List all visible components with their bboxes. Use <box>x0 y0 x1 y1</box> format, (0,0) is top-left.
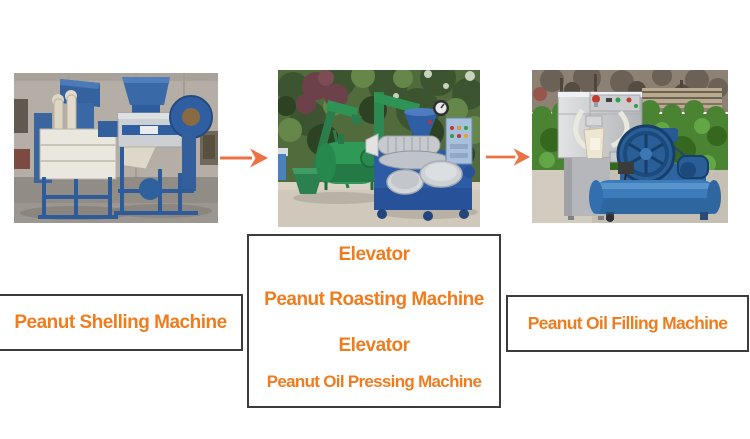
flow-arrow-2 <box>485 145 531 169</box>
shelling-machine-label-box: Peanut Shelling Machine <box>0 294 243 351</box>
right-arrow-icon <box>220 148 268 168</box>
filling-machine-label-box: Peanut Oil Filling Machine <box>506 295 749 352</box>
roasting-pressing-machines-photo <box>278 70 480 227</box>
filling-machine-illustration <box>532 70 728 223</box>
roasting-pressing-illustration <box>278 70 480 227</box>
shelling-machines-photo <box>14 73 218 223</box>
filling-machine-label: Peanut Oil Filling Machine <box>527 313 728 333</box>
elevator-label-2: Elevator <box>338 335 410 356</box>
right-arrow-icon <box>485 148 531 166</box>
shelling-machine-label: Peanut Shelling Machine <box>14 311 227 333</box>
roasting-machine-label: Peanut Roasting Machine <box>264 289 484 310</box>
pressing-machine-label: Peanut Oil Pressing Machine <box>266 372 482 391</box>
shelling-machines-illustration <box>14 73 218 223</box>
elevator-label-1: Elevator <box>338 244 410 265</box>
process-steps-label-box: Elevator Peanut Roasting Machine Elevato… <box>247 234 501 408</box>
flow-arrow-1 <box>219 146 269 170</box>
filling-machine-photo <box>532 70 728 223</box>
